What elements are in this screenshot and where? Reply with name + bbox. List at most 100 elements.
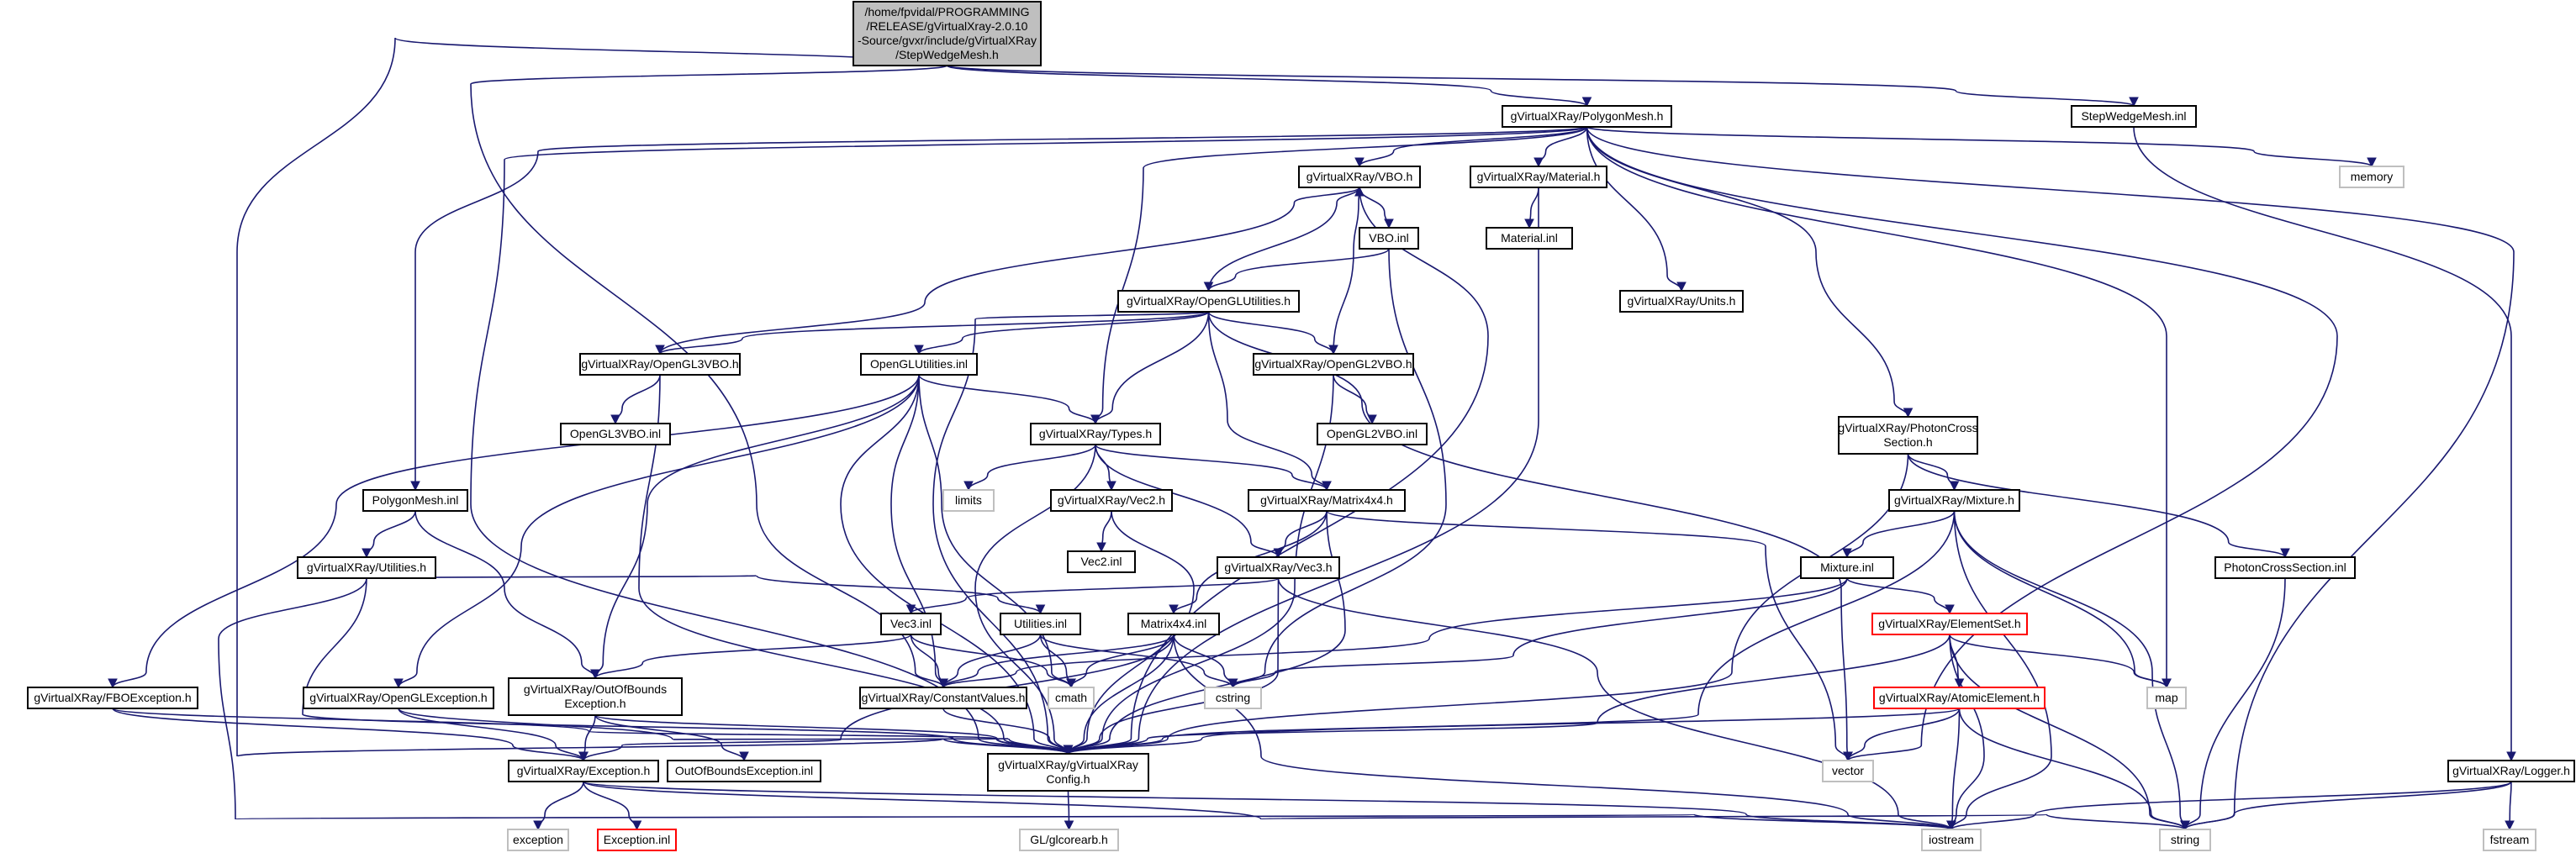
- node-matrix4x4-inl[interactable]: Matrix4x4.inl: [1127, 613, 1220, 635]
- node-polygonmesh-inl[interactable]: PolygonMesh.inl: [362, 489, 468, 512]
- node-units-h[interactable]: gVirtualXRay/Units.h: [1619, 290, 1744, 313]
- node-matrix4x4-h[interactable]: gVirtualXRay/Matrix4x4.h: [1248, 489, 1406, 512]
- node-opengl3vbo-h[interactable]: gVirtualXRay/OpenGL3VBO.h: [579, 353, 741, 376]
- node-constantvalues-h[interactable]: gVirtualXRay/ConstantValues.h: [859, 687, 1027, 709]
- include-edge-root-polygonmesh_h: [946, 65, 1592, 108]
- node-label: gVirtualXRay/Types.h: [1039, 427, 1152, 440]
- node-label: cmath: [1055, 691, 1087, 704]
- node-label: -Source/gvxr/include/gVirtualXRay: [858, 34, 1037, 47]
- node-utilities-h[interactable]: gVirtualXRay/Utilities.h: [297, 556, 436, 579]
- node-openglexception-h[interactable]: gVirtualXRay/OpenGLException.h: [303, 687, 494, 709]
- node-label: gVirtualXRay/AtomicElement.h: [1879, 691, 2040, 704]
- node-exception-h[interactable]: gVirtualXRay/Exception.h: [508, 760, 659, 782]
- include-edge-mixture_h-map: [1953, 510, 2172, 689]
- node-atomicelement-h[interactable]: gVirtualXRay/AtomicElement.h: [1873, 687, 2045, 709]
- node-openglutilities-h[interactable]: gVirtualXRay/OpenGLUtilities.h: [1117, 290, 1300, 313]
- node-vbo-inl[interactable]: VBO.inl: [1359, 227, 1419, 250]
- include-edge-outofbounds_h-config_h: [594, 714, 1074, 755]
- node-logger-h[interactable]: gVirtualXRay/Logger.h: [2447, 760, 2575, 782]
- node-vec3-h[interactable]: gVirtualXRay/Vec3.h: [1217, 556, 1340, 579]
- node-label: /home/fpvidal/PROGRAMMING: [864, 5, 1029, 18]
- node-label: gVirtualXRay/Exception.h: [517, 764, 651, 777]
- node-label: StepWedgeMesh.inl: [2081, 109, 2186, 123]
- node-glcorearb-h: GL/glcorearb.h: [1019, 829, 1119, 851]
- node-mixture-inl[interactable]: Mixture.inl: [1800, 556, 1894, 579]
- include-edge-polygonmesh_h-memory: [1586, 126, 2377, 168]
- node-label: OutOfBoundsException.inl: [675, 764, 813, 777]
- node-label: gVirtualXRay/VBO.h: [1306, 170, 1413, 183]
- include-edge-openglutilities_h-opengl2vbo_h: [1207, 311, 1338, 355]
- node-label: vector: [1832, 764, 1864, 777]
- node-opengl3vbo-inl[interactable]: OpenGL3VBO.inl: [560, 423, 671, 445]
- include-edge-vec3_h-iostream: [1277, 577, 1956, 831]
- include-edge-openglutilities_h-vbo_h: [1207, 186, 1365, 292]
- include-edge-vec3_h-vec3_inl: [905, 577, 1280, 615]
- node-label: gVirtualXRay/ConstantValues.h: [862, 691, 1026, 704]
- node-label: fstream: [2490, 833, 2530, 846]
- node-label: gVirtualXRay/OpenGLUtilities.h: [1127, 294, 1291, 308]
- node-outofbounds-inl[interactable]: OutOfBoundsException.inl: [667, 760, 821, 782]
- include-edge-polygonmesh_h-map: [1586, 126, 2172, 689]
- node-opengl2vbo-inl[interactable]: OpenGL2VBO.inl: [1317, 423, 1428, 445]
- node-exception-inl[interactable]: Exception.inl: [597, 829, 677, 851]
- include-edge-mixture_inl-cstring: [1227, 577, 1848, 689]
- node-label: VBO.inl: [1369, 231, 1408, 245]
- include-edge-polygonmesh_inl-outofbounds_h: [414, 510, 600, 680]
- include-edge-photoncross_h-mixture_h: [1907, 453, 1960, 492]
- include-edge-exception_h-iostream: [583, 781, 1956, 831]
- node-polygonmesh-h[interactable]: gVirtualXRay/PolygonMesh.h: [1502, 105, 1672, 128]
- node-material-h[interactable]: gVirtualXRay/Material.h: [1470, 166, 1607, 188]
- node-outofbounds-h[interactable]: gVirtualXRay/OutOfBoundsException.h: [508, 677, 683, 716]
- include-edge-opengl3vbo_h-opengl3vbo_inl: [610, 374, 661, 425]
- node-vec3-inl[interactable]: Vec3.inl: [880, 613, 942, 635]
- node-limits: limits: [942, 489, 995, 512]
- node-material-inl[interactable]: Material.inl: [1486, 227, 1573, 250]
- node-label: PhotonCrossSection.inl: [2224, 561, 2346, 574]
- node-label: gVirtualXRay/OpenGLException.h: [309, 691, 487, 704]
- node-fboexception-h[interactable]: gVirtualXRay/FBOException.h: [27, 687, 198, 709]
- node-label: exception: [513, 833, 563, 846]
- node-exception: exception: [507, 829, 569, 851]
- node-stepwedge-inl[interactable]: StepWedgeMesh.inl: [2071, 105, 2197, 128]
- node-elementset-h[interactable]: gVirtualXRay/ElementSet.h: [1871, 613, 2028, 635]
- node-label: Vec3.inl: [890, 617, 932, 630]
- node-string: string: [2159, 829, 2211, 851]
- node-utilities-inl[interactable]: Utilities.inl: [1000, 613, 1081, 635]
- node-vec2-inl[interactable]: Vec2.inl: [1067, 550, 1136, 573]
- node-label: gVirtualXRay/OpenGL3VBO.h: [581, 357, 738, 371]
- include-edge-logger_h-iostream: [1946, 781, 2512, 831]
- node-label: gVirtualXRay/ElementSet.h: [1878, 617, 2020, 630]
- node-label: OpenGLUtilities.inl: [870, 357, 968, 371]
- node-label: gVirtualXRay/Logger.h: [2452, 764, 2570, 777]
- node-openglutilities-inl[interactable]: OpenGLUtilities.inl: [860, 353, 978, 376]
- node-root[interactable]: /home/fpvidal/PROGRAMMING/RELEASE/gVirtu…: [853, 1, 1042, 66]
- node-vbo-h[interactable]: gVirtualXRay/VBO.h: [1298, 166, 1421, 188]
- include-edge-atomicelement_h-config_h: [1063, 708, 1961, 755]
- node-opengl2vbo-h[interactable]: gVirtualXRay/OpenGL2VBO.h: [1253, 353, 1414, 376]
- node-cmath: cmath: [1048, 687, 1095, 709]
- include-edge-vec3_h-config_h: [1063, 577, 1280, 755]
- include-edge-photoncross_h-photoncross_inl: [1907, 453, 2290, 559]
- node-photoncross-h[interactable]: gVirtualXRay/PhotonCrossSection.h: [1838, 416, 1978, 455]
- node-label: Matrix4x4.inl: [1141, 617, 1207, 630]
- include-edge-logger_h-string: [2180, 781, 2512, 831]
- node-photoncross-inl[interactable]: PhotonCrossSection.inl: [2214, 556, 2356, 579]
- node-label: memory: [2351, 170, 2394, 183]
- include-edge-photoncross_inl-string: [2180, 577, 2286, 831]
- node-label: Utilities.inl: [1014, 617, 1067, 630]
- node-types-h[interactable]: gVirtualXRay/Types.h: [1030, 423, 1161, 445]
- include-edge-elementset_h-map: [1949, 634, 2172, 689]
- node-label: string: [2171, 833, 2199, 846]
- node-mixture-h[interactable]: gVirtualXRay/Mixture.h: [1888, 489, 2020, 512]
- include-edge-atomicelement_h-string: [1958, 708, 2190, 831]
- node-label: Exception.inl: [604, 833, 670, 846]
- include-edge-vbo_inl-openglutilities_h: [1203, 248, 1390, 292]
- node-label: Section.h: [1883, 435, 1932, 449]
- include-edge-matrix4x4_h-vec3_h: [1273, 510, 1328, 559]
- node-label: GL/glcorearb.h: [1030, 833, 1108, 846]
- include-edge-utilities_h-config_h: [302, 577, 1074, 755]
- node-vec2-h[interactable]: gVirtualXRay/Vec2.h: [1050, 489, 1173, 512]
- node-label: gVirtualXRay/FBOException.h: [34, 691, 191, 704]
- include-edge-root-constantvalues_h: [470, 65, 948, 689]
